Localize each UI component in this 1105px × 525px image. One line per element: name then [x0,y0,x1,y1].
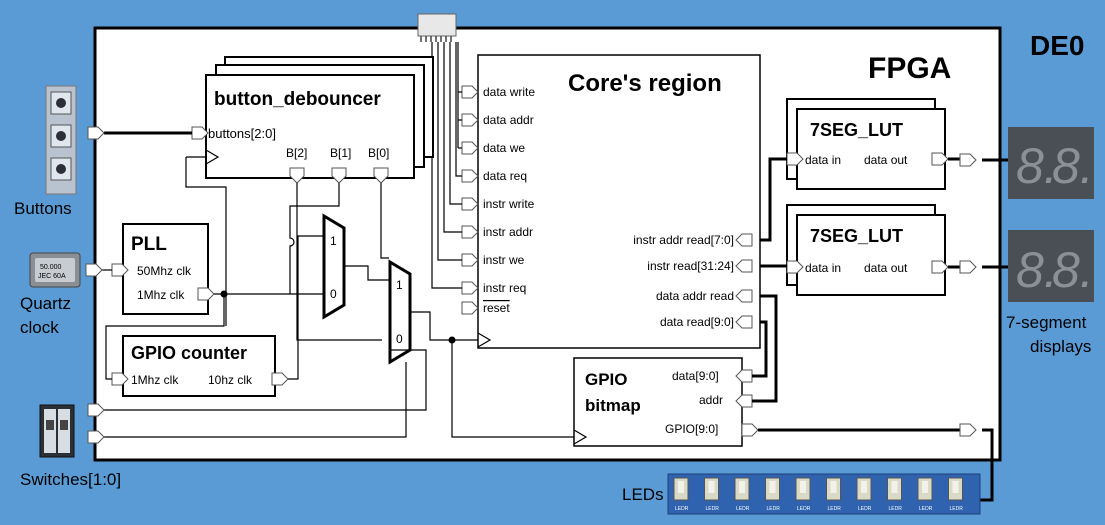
core-left-port: data write [462,85,535,99]
gpio-counter-title: GPIO counter [131,343,247,363]
led-label: LEDR [889,506,903,512]
core-right-port-label: instr addr read[7:0] [633,233,734,247]
seven-seg-label-2: displays [1030,337,1091,356]
lut1-output-label: data out [864,153,908,167]
mux2-in0-label: 0 [396,332,403,346]
gpio-bitmap-port-data: data[9:0] [672,369,719,383]
core-left-port-label: instr write [483,197,535,211]
seven-seg-label-1: 7-segment [1006,313,1087,332]
mux2-shape [390,262,410,362]
pll-input-label: 50Mhz clk [137,264,192,278]
mux1-shape [324,216,344,317]
led-label: LEDR [828,506,842,512]
switches-label: Switches[1:0] [20,470,121,489]
core-left-port-label: data req [483,169,527,183]
debouncer-out-b1: B[1] [330,146,351,160]
svg-text:8.: 8. [1052,242,1094,298]
svg-text:8.: 8. [1052,138,1094,194]
core-right-port-label: data read[9:0] [660,315,734,329]
lut2-output-label: data out [864,261,908,275]
core-left-port: reset [462,301,510,315]
led-label: LEDR [736,506,750,512]
led: LEDR [705,478,720,512]
led: LEDR [918,478,933,512]
led: LEDR [674,478,689,512]
gpio-bitmap-title-2: bitmap [585,396,641,415]
gpio-bitmap-port-addr: addr [699,393,723,407]
gpio-counter-input-label: 1Mhz clk [131,373,179,387]
quartz-label-2: clock [20,318,59,337]
debouncer-out-b0: B[0] [368,146,389,160]
core-left-port: data we [462,141,525,155]
mux1-in1-label: 1 [330,234,337,248]
core-left-port: instr addr [462,225,533,239]
core-right-port-label: data addr read [656,289,734,303]
led: LEDR [888,478,903,512]
seven-seg-display-2: 8. 8. [1008,230,1094,302]
pll-output-label: 1Mhz clk [137,288,185,302]
gpio-bitmap-title-1: GPIO [585,370,628,389]
seven-seg-display-1: 8. 8. [1008,127,1094,199]
core-left-port-label: reset [483,301,510,315]
led-label: LEDR [858,506,872,512]
lut1-input-label: data in [805,153,841,167]
led-label: LEDR [950,506,964,512]
mux2-in1-label: 1 [396,278,403,292]
led: LEDR [949,478,964,512]
debouncer-out-b2: B[2] [286,146,307,160]
led-label: LEDR [767,506,781,512]
led: LEDR [796,478,811,512]
lut2-title: 7SEG_LUT [810,226,903,246]
led: LEDR [857,478,872,512]
core-left-port-label: data we [483,141,525,155]
lut2-input-label: data in [805,261,841,275]
gpio-counter-output-label: 10hz clk [208,373,253,387]
crystal-text-2: JEC 60A [38,273,66,280]
core-left-port-label: instr addr [483,225,533,239]
debouncer-title: button_debouncer [214,89,381,110]
core-left-port: instr we [462,253,525,267]
core-left-port: instr req [462,281,526,295]
led-label: LEDR [797,506,811,512]
core-left-port-label: data write [483,85,535,99]
core-left-port-label: instr we [483,253,525,267]
core-left-port: data req [462,169,527,183]
gpio-bitmap-port-gpio: GPIO[9:0] [665,422,718,436]
crystal-text-1: 50.000 [40,264,62,271]
core-left-port-label: instr req [483,281,526,295]
mux1-in0-label: 0 [330,287,337,301]
debouncer-input-label: buttons[2:0] [208,126,276,141]
led-label: LEDR [919,506,933,512]
quartz-label-1: Quartz [20,294,71,313]
core-left-port: instr write [462,197,535,211]
switches-picture [40,405,74,457]
leds-label: LEDs [622,485,664,504]
board-label: DE0 [1030,30,1084,61]
fpga-label: FPGA [868,52,951,85]
led-label: LEDR [675,506,689,512]
quartz-picture: 50.000 JEC 60A [30,253,80,287]
led: LEDR [827,478,842,512]
lut1-title: 7SEG_LUT [810,120,903,140]
core-right-port-label: instr read[31:24] [647,259,734,273]
led-label: LEDR [706,506,720,512]
led: LEDR [735,478,750,512]
core-region-title: Core's region [568,70,722,97]
buttons-picture [46,86,76,194]
core-left-port: data addr [462,113,534,127]
buttons-label: Buttons [14,199,72,218]
led: LEDR [766,478,781,512]
pll-title: PLL [131,234,167,255]
core-left-port-label: data addr [483,113,534,127]
